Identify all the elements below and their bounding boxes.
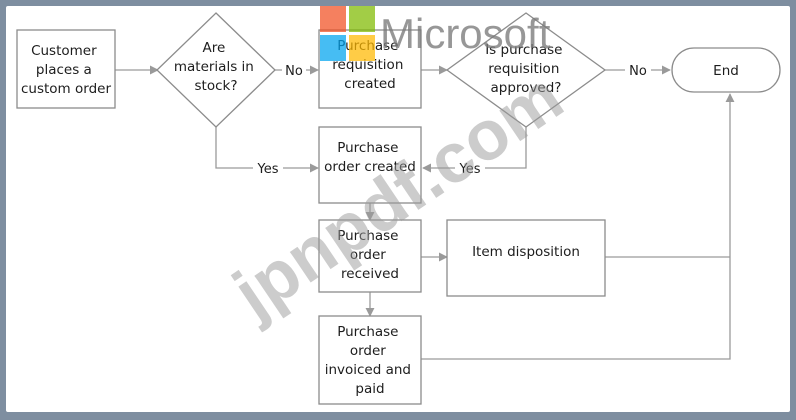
- logo-tile-red: [320, 6, 346, 32]
- node-materials-in-stock: [156, 12, 276, 128]
- label-purchase-order-received: Purchase order received: [337, 228, 403, 282]
- label-invoiced-and-paid: Purchase order invoiced and paid: [325, 324, 416, 397]
- label-purchase-order-created: Purchase order created: [324, 140, 416, 175]
- logo-tile-blue: [320, 35, 346, 61]
- nodes: [16, 12, 781, 405]
- node-requisition-approved: [445, 12, 607, 128]
- label-end: End: [713, 63, 739, 79]
- node-invoiced-and-paid: [318, 315, 422, 405]
- logo-tile-green: [349, 6, 375, 32]
- node-item-disposition: [446, 219, 606, 297]
- node-customer-order: [16, 29, 116, 109]
- watermark-logo: [320, 6, 375, 61]
- edge-labels: No No Yes Yes: [253, 61, 651, 177]
- edge-label-approved-yes: Yes: [459, 162, 481, 177]
- edge-label-approved-no: No: [629, 64, 647, 79]
- node-end: [671, 47, 781, 93]
- node-purchase-order-created: [318, 126, 422, 204]
- edges: [115, 65, 735, 360]
- edge-stock-yes-to-po-created: [215, 127, 319, 173]
- label-requisition-approved: Is purchase requisition approved?: [485, 42, 567, 96]
- watermark-brand: Microsoft: [380, 10, 551, 57]
- label-customer-order: Customer places a custom order: [21, 43, 111, 97]
- node-labels: Customer places a custom order Are mater…: [21, 38, 739, 397]
- label-materials-in-stock: Are materials in stock?: [174, 40, 258, 94]
- edge-label-stock-yes: Yes: [257, 162, 279, 177]
- logo-tile-yellow: [349, 35, 375, 61]
- label-item-disposition: Item disposition: [472, 244, 580, 260]
- edge-label-stock-no: No: [285, 64, 303, 79]
- node-purchase-order-received: [318, 219, 422, 293]
- edge-invoiced-to-end: [421, 93, 735, 360]
